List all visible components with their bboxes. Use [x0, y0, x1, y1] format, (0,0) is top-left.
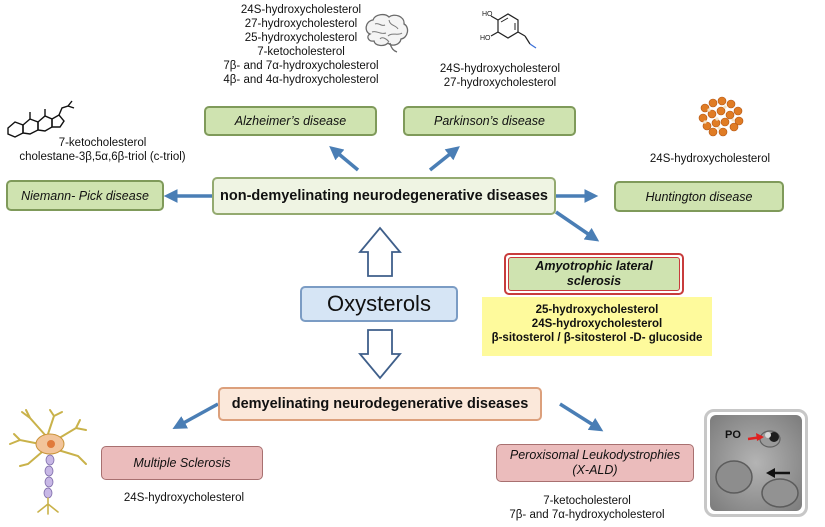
svg-text:HO: HO: [482, 11, 493, 18]
arrow-to-als: [555, 210, 600, 242]
xald-oxysterol-list: 7-ketocholesterol 7β- and 7α-hydroxychol…: [492, 494, 682, 522]
arrow-to-multiple-sclerosis: [172, 402, 219, 430]
steroid-structure-icon: [7, 100, 75, 138]
niemann-pick-disease-label: Niemann- Pick disease: [21, 188, 149, 203]
oxysterol-label: 24S-hydroxycholesterol: [649, 153, 771, 165]
niemann-pick-disease-box: Niemann- Pick disease: [6, 180, 164, 211]
micrograph-svg: [710, 415, 802, 511]
micrograph-po-label: PO: [725, 429, 741, 441]
arrow-to-xald: [559, 402, 604, 432]
huntington-disease-label: Huntington disease: [645, 189, 753, 204]
xald-disease-box: Peroxisomal Leukodystrophies (X-ALD): [496, 444, 694, 482]
dopamine-structure-icon: HO HO: [480, 11, 537, 49]
als-disease-inner: Amyotrophic lateral sclerosis: [508, 257, 680, 291]
xald-disease-label-line1: Peroxisomal Leukodystrophies: [509, 448, 681, 462]
als-disease-label-line2: sclerosis: [566, 274, 622, 288]
xald-disease-label-line2: (X-ALD): [572, 463, 618, 477]
alzheimer-oxysterol-list: 24S-hydroxycholesterol 27-hydroxycholest…: [196, 3, 406, 87]
up-block-arrow: [358, 226, 402, 277]
oxysterol-label: cholestane-3β,5α,6β-triol (c-triol): [19, 151, 186, 163]
oxysterol-label: 24S-hydroxycholesterol: [240, 4, 362, 16]
als-disease-box: Amyotrophic lateral sclerosis: [504, 253, 684, 295]
oxysterol-label: 7-ketocholesterol: [58, 137, 147, 149]
oxysterol-label: 7β- and 7α-hydroxycholesterol: [223, 60, 379, 72]
down-block-arrow: [358, 329, 402, 380]
arrow-to-alzheimer: [329, 145, 360, 172]
multiple-sclerosis-oxysterol-list: 24S-hydroxycholesterol: [104, 491, 264, 505]
oxysterols-center-label: Oxysterols: [327, 291, 431, 316]
oxysterol-label: 24S-hydroxycholesterol: [439, 63, 561, 75]
als-disease-label-line1: Amyotrophic lateral: [535, 259, 653, 273]
protein-structure-icon: [698, 96, 744, 137]
parkinson-disease-label: Parkinson’s disease: [434, 114, 545, 128]
brain-icon: [365, 13, 409, 53]
alzheimer-disease-box: Alzheimer’s disease: [204, 106, 377, 136]
oxysterol-label: 7β- and 7α-hydroxycholesterol: [509, 509, 665, 521]
huntington-disease-box: Huntington disease: [614, 181, 784, 212]
niemann-pick-oxysterol-list: 7-ketocholesterol cholestane-3β,5α,6β-tr…: [0, 136, 205, 164]
multiple-sclerosis-label: Multiple Sclerosis: [133, 456, 231, 470]
oxysterol-label: 4β- and 4α-hydroxycholesterol: [223, 74, 379, 86]
non-demyelinating-category-label: non-demyelinating neurodegenerative dise…: [220, 188, 548, 204]
oxysterol-label: 27-hydroxycholesterol: [244, 18, 358, 30]
svg-text:HO: HO: [480, 35, 491, 42]
oxysterol-label: 24S-hydroxycholesterol: [531, 318, 663, 330]
micrograph-image: PO: [704, 409, 808, 517]
oxysterol-label: 7-ketocholesterol: [257, 46, 345, 58]
oxysterol-label: 25-hydroxycholesterol: [535, 304, 659, 316]
arrow-to-parkinson: [428, 146, 460, 172]
demyelinating-category-box: demyelinating neurodegenerative diseases: [218, 387, 542, 421]
als-oxysterol-list: 25-hydroxycholesterol 24S-hydroxycholest…: [482, 297, 712, 356]
oxysterol-label: 25-hydroxycholesterol: [244, 32, 358, 44]
parkinson-oxysterol-list: 24S-hydroxycholesterol 27-hydroxycholest…: [420, 62, 580, 90]
oxysterol-label: 24S-hydroxycholesterol: [123, 492, 245, 504]
parkinson-disease-box: Parkinson’s disease: [403, 106, 576, 136]
oxysterols-center-box: Oxysterols: [300, 286, 458, 322]
neuron-icon: [9, 409, 87, 515]
oxysterol-label: 27-hydroxycholesterol: [443, 77, 557, 89]
alzheimer-disease-label: Alzheimer’s disease: [234, 114, 347, 128]
oxysterol-label: 7-ketocholesterol: [543, 495, 631, 507]
multiple-sclerosis-box: Multiple Sclerosis: [101, 446, 263, 480]
huntington-oxysterol-list: 24S-hydroxycholesterol: [640, 152, 780, 166]
non-demyelinating-category-box: non-demyelinating neurodegenerative dise…: [212, 177, 556, 215]
oxysterol-label: β-sitosterol / β-sitosterol -D- glucosid…: [491, 332, 703, 344]
demyelinating-category-label: demyelinating neurodegenerative diseases: [231, 396, 529, 412]
